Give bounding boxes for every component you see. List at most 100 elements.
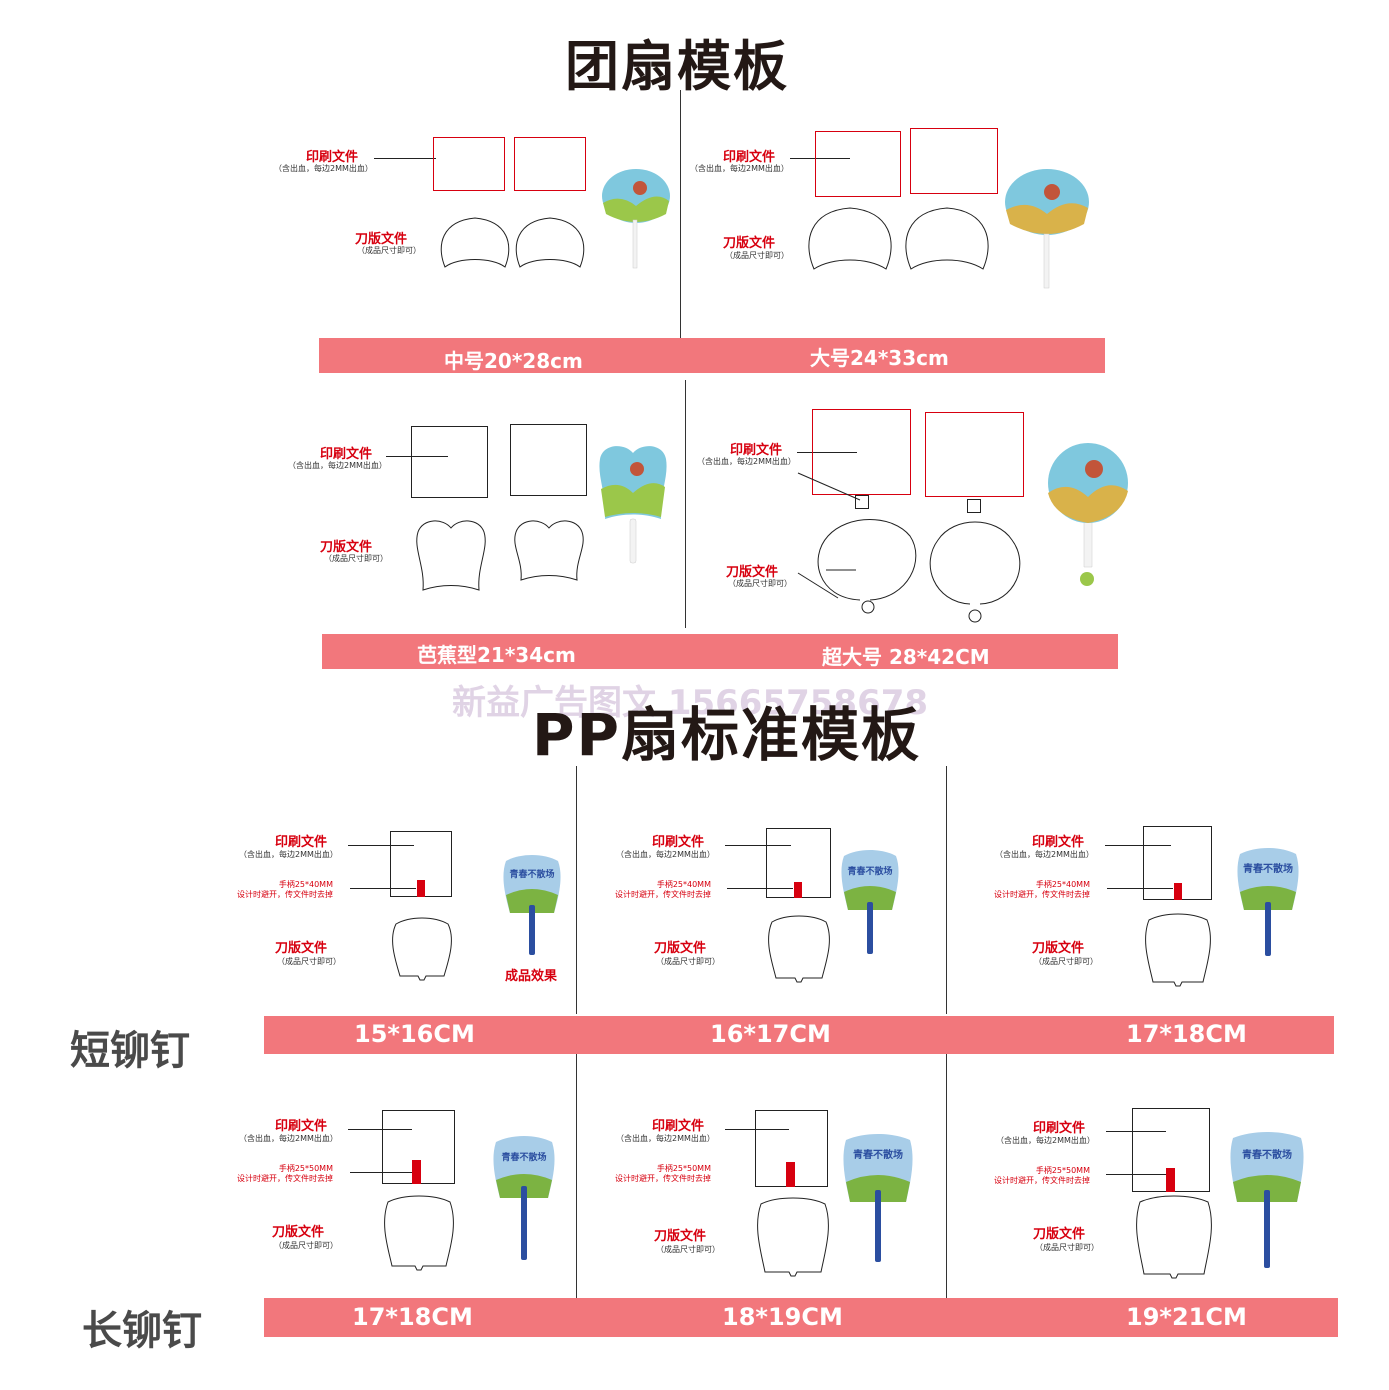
- leader-line: [350, 888, 416, 889]
- size-short-2: 16*17CM: [710, 1020, 831, 1048]
- print-area-front: [815, 131, 901, 197]
- handle-mark: [417, 880, 425, 897]
- die-file-note: （成品尺寸即可）: [324, 554, 388, 563]
- handle-warning: 设计时避开，传文件时去掉: [237, 890, 333, 899]
- die-file-label: 刀版文件: [654, 1229, 707, 1244]
- finished-fan-image: 青春不散场: [493, 1136, 555, 1260]
- print-file-label: 印刷文件: [730, 443, 783, 458]
- size-large: 大号24*33cm: [810, 346, 949, 370]
- die-outline-back: [929, 521, 1021, 623]
- finished-fan-image: [599, 446, 667, 564]
- leader-line: [350, 1172, 412, 1173]
- die-outline: [1136, 1195, 1212, 1279]
- divider: [685, 380, 686, 628]
- print-file-note: （含出血，每边2MM出血）: [616, 1134, 715, 1143]
- print-file-note: （含出血，每边2MM出血）: [690, 164, 789, 173]
- rivet-mark: [967, 499, 981, 513]
- fan-art-text: 青春不散场: [1242, 1148, 1292, 1161]
- leader-line: [725, 1129, 789, 1130]
- divider: [946, 766, 947, 1014]
- finished-effect-label: 成品效果: [505, 969, 558, 984]
- die-outline: [384, 1195, 454, 1271]
- die-outline: [768, 915, 830, 983]
- die-file-note: （成品尺寸即可）: [1035, 1243, 1099, 1252]
- fan-art-text: 青春不散场: [509, 868, 554, 880]
- handle-mark: [412, 1160, 421, 1184]
- leader-line: [790, 158, 850, 159]
- die-outline-back: [905, 207, 989, 270]
- leader-line: [374, 158, 436, 159]
- size-band-long-rivet: [264, 1298, 1338, 1337]
- fan-art-text: 青春不散场: [847, 865, 892, 877]
- die-file-note: （成品尺寸即可）: [277, 957, 341, 966]
- finished-fan-image: [1048, 443, 1128, 586]
- leader-line: [348, 1129, 412, 1130]
- handle-warning: 设计时避开，传文件时去掉: [615, 1174, 711, 1183]
- print-file-note: （含出血，每边2MM出血）: [697, 457, 796, 466]
- divider: [946, 1054, 947, 1298]
- print-file-label: 印刷文件: [320, 447, 373, 462]
- pp-fan-title: PP扇标准模板: [532, 701, 922, 769]
- print-file-label: 印刷文件: [275, 835, 328, 850]
- die-outline: [1145, 913, 1211, 987]
- size-medium: 中号20*28cm: [444, 349, 583, 373]
- leader-line: [797, 452, 857, 453]
- handle-size: 手柄25*50MM: [656, 1164, 711, 1173]
- print-file-note: （含出血，每边2MM出血）: [239, 850, 338, 859]
- die-outline-front: [416, 520, 486, 591]
- die-outline: [392, 917, 452, 981]
- size-short-1: 15*16CM: [354, 1020, 475, 1048]
- finished-fan-image: 青春不散场: [503, 855, 561, 955]
- die-file-note: （成品尺寸即可）: [725, 251, 789, 260]
- round-fan-title: 团扇模板: [565, 35, 789, 98]
- handle-mark: [1166, 1168, 1175, 1192]
- leader-line: [1106, 1174, 1166, 1175]
- die-file-label: 刀版文件: [275, 941, 328, 956]
- die-file-label: 刀版文件: [723, 236, 776, 251]
- print-area-back: [510, 424, 587, 496]
- die-file-label: 刀版文件: [1032, 941, 1085, 956]
- print-area-back: [925, 412, 1024, 497]
- finished-fan-image: [1005, 169, 1089, 289]
- fan-art-text: 青春不散场: [1243, 862, 1293, 875]
- finished-fan-image: [602, 169, 670, 269]
- die-file-label: 刀版文件: [726, 565, 779, 580]
- row-label-long-rivet: 长铆钉: [82, 1308, 202, 1354]
- print-file-label: 印刷文件: [723, 150, 776, 165]
- leader-line: [727, 888, 793, 889]
- print-file-label: 印刷文件: [1033, 1121, 1086, 1136]
- die-file-note: （成品尺寸即可）: [1034, 957, 1098, 966]
- handle-mark: [786, 1162, 795, 1187]
- fan-art-text: 青春不散场: [853, 1148, 903, 1161]
- print-file-note: （含出血，每边2MM出血）: [995, 850, 1094, 859]
- print-file-label: 印刷文件: [306, 150, 359, 165]
- finished-fan-image: 青春不散场: [1237, 848, 1299, 956]
- die-outline-back: [515, 217, 585, 268]
- handle-size: 手柄25*50MM: [278, 1164, 333, 1173]
- die-outline: [757, 1197, 829, 1277]
- handle-mark: [794, 882, 802, 898]
- leader-line: [1105, 845, 1171, 846]
- size-long-2: 18*19CM: [722, 1303, 843, 1331]
- leader-line: [1107, 888, 1173, 889]
- print-file-label: 印刷文件: [1032, 835, 1085, 850]
- die-file-note: （成品尺寸即可）: [656, 1245, 720, 1254]
- handle-size: 手柄25*50MM: [1035, 1166, 1090, 1175]
- print-file-note: （含出血，每边2MM出血）: [288, 461, 387, 470]
- die-file-note: （成品尺寸即可）: [357, 246, 421, 255]
- size-long-1: 17*18CM: [352, 1303, 473, 1331]
- die-file-label: 刀版文件: [320, 540, 373, 555]
- size-short-3: 17*18CM: [1126, 1020, 1247, 1048]
- divider: [680, 90, 681, 338]
- print-area-front: [812, 409, 911, 495]
- handle-warning: 设计时避开，传文件时去掉: [237, 1174, 333, 1183]
- leader-line: [386, 456, 448, 457]
- print-area-front: [433, 137, 505, 191]
- print-file-note: （含出血，每边2MM出血）: [996, 1136, 1095, 1145]
- print-area-back: [910, 128, 998, 194]
- finished-fan-image: 青春不散场: [843, 1134, 913, 1262]
